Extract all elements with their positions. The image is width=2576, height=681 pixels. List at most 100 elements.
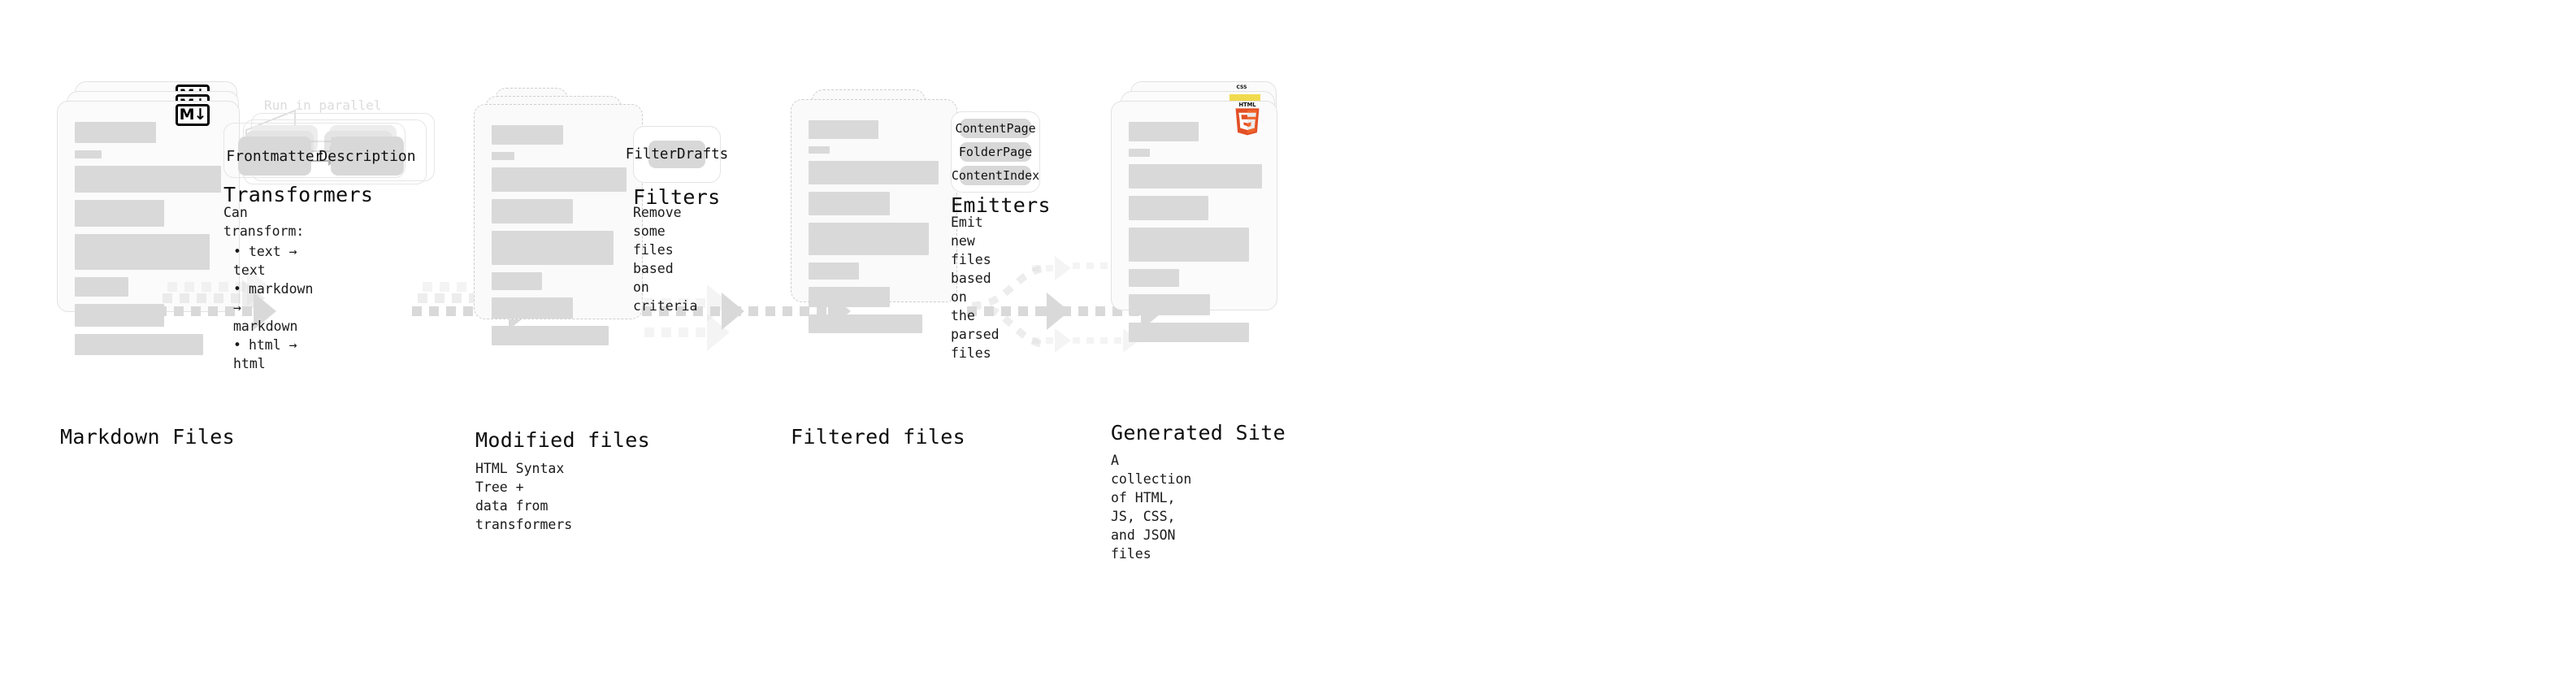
placeholder-bar	[75, 122, 156, 143]
placeholder-bar	[1129, 269, 1179, 287]
arrow-dash	[157, 306, 167, 316]
arrow-dashes	[1073, 337, 1121, 344]
arrow-dash	[696, 298, 705, 308]
arrow-dash	[412, 306, 422, 316]
arrow-dash	[1086, 262, 1094, 269]
placeholder-bar	[75, 304, 164, 327]
placeholder-bar	[492, 152, 514, 160]
arrow-dash	[1073, 337, 1080, 344]
arrow-dash	[429, 306, 439, 316]
transformer-pill-description[interactable]: Description	[319, 137, 416, 176]
arrow-dash	[214, 293, 223, 303]
placeholder-bar	[809, 223, 929, 255]
arrow-dash	[163, 293, 172, 303]
arrow-line	[302, 160, 328, 162]
arrow-dash	[1035, 306, 1045, 316]
arrow-dash	[1032, 337, 1039, 344]
arrow-dashes	[1032, 265, 1053, 271]
filters-desc: Remove some files based on criteria	[633, 205, 698, 314]
placeholder-bar	[492, 231, 614, 265]
arrow-dash	[1078, 306, 1088, 316]
arrow-dash	[446, 306, 456, 316]
transformer-pill-frontmatter[interactable]: Frontmatter	[226, 137, 323, 176]
arrow-dash	[180, 293, 189, 303]
arrow-dash	[1018, 306, 1028, 316]
html5-badge: HTML	[1235, 102, 1260, 136]
arrow-dash	[174, 306, 184, 316]
arrow-dash	[1073, 262, 1080, 269]
markdown-card-placeholder-lines	[57, 101, 240, 362]
emitter-pill-contentindex[interactable]: ContentIndex	[952, 166, 1039, 185]
emitters-desc: Emit new files based on the parsed files	[951, 215, 1000, 361]
emitters-box: ContentPage FolderPage ContentIndex	[951, 111, 1040, 193]
arrow-dash	[710, 306, 720, 316]
arrow-dash	[197, 293, 206, 303]
arrow-dash	[167, 282, 177, 292]
transformers-group: Run in parallel	[223, 0, 435, 260]
arrow-dash	[225, 306, 235, 316]
placeholder-bar	[1129, 149, 1150, 157]
placeholder-bar	[1129, 122, 1199, 141]
markdown-badge-front: M↓	[176, 104, 210, 126]
generated-site-card-stack: CSS HTML	[1111, 0, 1306, 342]
arrow-dash	[661, 327, 671, 337]
fanout-curves	[971, 264, 1046, 349]
list-item: text → text	[233, 242, 313, 280]
arrow-dash	[1046, 337, 1053, 344]
emitter-pill-contentpage[interactable]: ContentPage	[955, 119, 1036, 138]
modified-files-title: Modified files	[475, 428, 650, 452]
run-in-parallel-label: Run in parallel	[264, 98, 382, 113]
filtered-files-card-stack	[791, 0, 978, 341]
markdown-files-card-stack: M↓ M↓ M↓	[57, 0, 268, 355]
arrow-dash	[765, 306, 775, 316]
generated-card-placeholder-lines	[1111, 101, 1277, 349]
placeholder-bar	[75, 200, 164, 227]
filter-pill-filterdrafts[interactable]: FilterDrafts	[626, 141, 728, 168]
arrow-dash	[817, 306, 826, 316]
arrow-dashes	[731, 306, 826, 316]
emitter-pill-folderpage[interactable]: FolderPage	[959, 142, 1032, 162]
placeholder-bar	[75, 334, 203, 355]
filters-title: Filters	[633, 185, 721, 209]
transformers-capability-list: Can transform: text → text markdown → ma…	[223, 203, 313, 373]
filtered-card-placeholder-lines	[791, 99, 957, 340]
arrow-dash	[1114, 337, 1121, 344]
placeholder-bar	[492, 297, 573, 319]
arrow-dash	[1100, 262, 1108, 269]
arrow-dash	[800, 306, 809, 316]
list-item: markdown → markdown	[233, 280, 313, 336]
emitters-title: Emitters	[951, 193, 1051, 217]
arrow-dash	[440, 282, 449, 292]
transformers-list-lead: Can transform:	[223, 205, 305, 239]
arrow-dash	[642, 306, 652, 316]
placeholder-bar	[492, 167, 627, 192]
arrow-dash	[1100, 337, 1108, 344]
generated-site-title: Generated Site	[1111, 421, 1286, 445]
arrow-dash	[423, 282, 432, 292]
placeholder-bar	[809, 146, 830, 154]
modified-card-placeholder-lines	[474, 104, 643, 353]
arrow-dash	[644, 298, 654, 308]
arrow-dash	[202, 282, 211, 292]
placeholder-bar	[1129, 294, 1210, 315]
placeholder-bar	[1129, 164, 1262, 189]
css-badge-label: CSS	[1236, 85, 1247, 90]
transformer-frame-front	[223, 123, 405, 178]
arrow-dash	[191, 306, 201, 316]
arrow-dash	[418, 293, 427, 303]
modified-files-desc: HTML Syntax Tree + data from transformer…	[475, 461, 573, 532]
arrow-dash	[984, 306, 994, 316]
arrow-dash	[463, 306, 473, 316]
arrow-head	[1055, 328, 1071, 353]
arrow-dash	[748, 306, 758, 316]
arrow-dashes	[642, 306, 720, 316]
arrow-dash	[783, 306, 792, 316]
arrow-line	[306, 150, 330, 152]
arrow-dash	[457, 282, 466, 292]
arrow-dashes	[967, 306, 1045, 316]
arrow-dash	[693, 306, 703, 316]
filters-box: FilterDrafts	[626, 126, 728, 183]
placeholder-bar	[492, 272, 542, 290]
arrow-dash	[679, 327, 688, 337]
